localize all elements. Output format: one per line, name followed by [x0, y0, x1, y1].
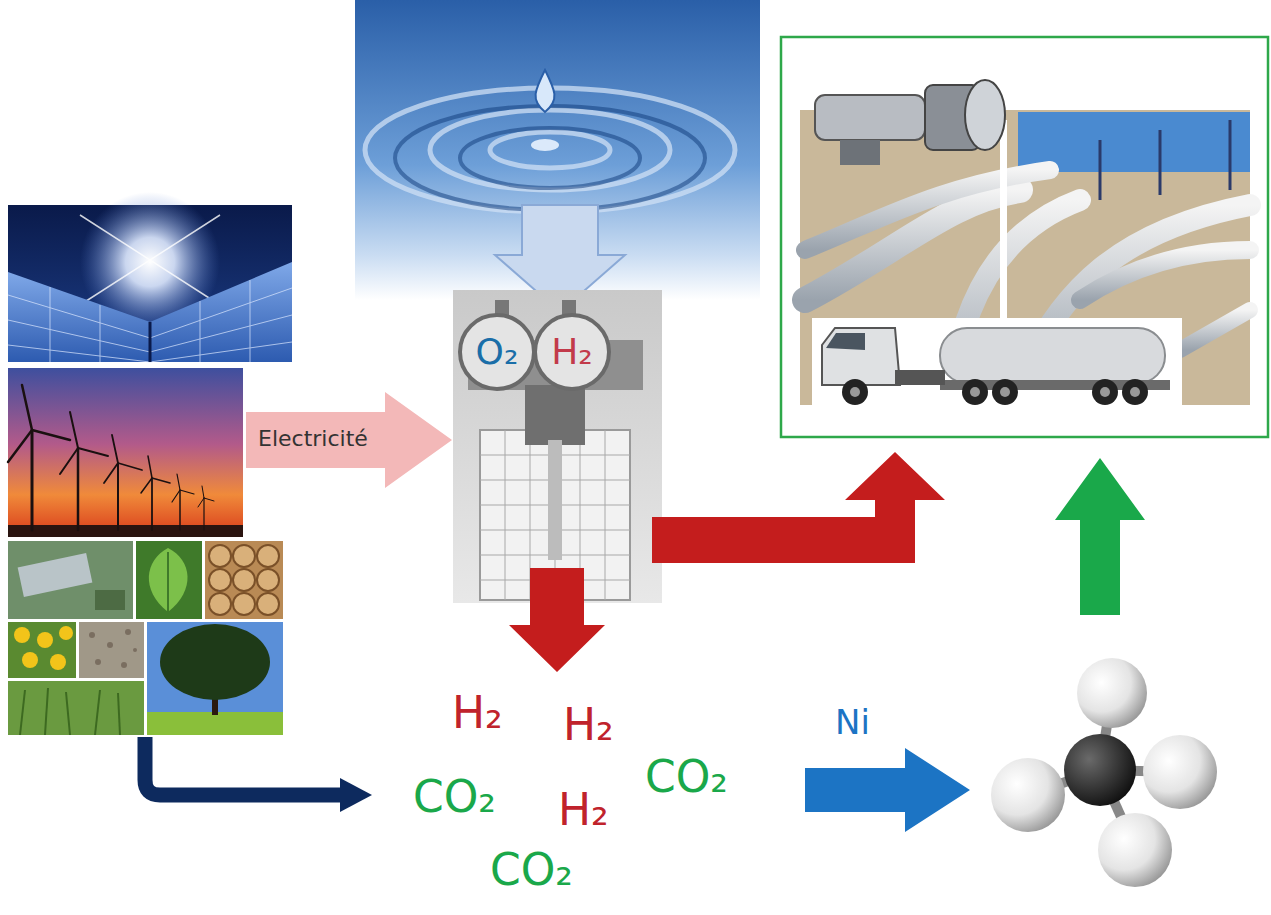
- gas-formula: H₂: [563, 700, 614, 751]
- catalyst-label: Ni: [835, 703, 870, 742]
- gas-formula: CO₂: [490, 845, 573, 896]
- electrolyser-unit: O₂H₂: [453, 290, 662, 603]
- gas-formula: H₂: [452, 688, 503, 739]
- arrow-label: Electricité: [258, 426, 368, 451]
- gas-formula: CO₂: [645, 752, 728, 803]
- gas-formula: CO₂: [413, 772, 496, 823]
- gas-outlet-label: H₂: [527, 331, 617, 372]
- gas-formula: H₂: [558, 785, 609, 836]
- gas-outlet-label: O₂: [452, 331, 542, 372]
